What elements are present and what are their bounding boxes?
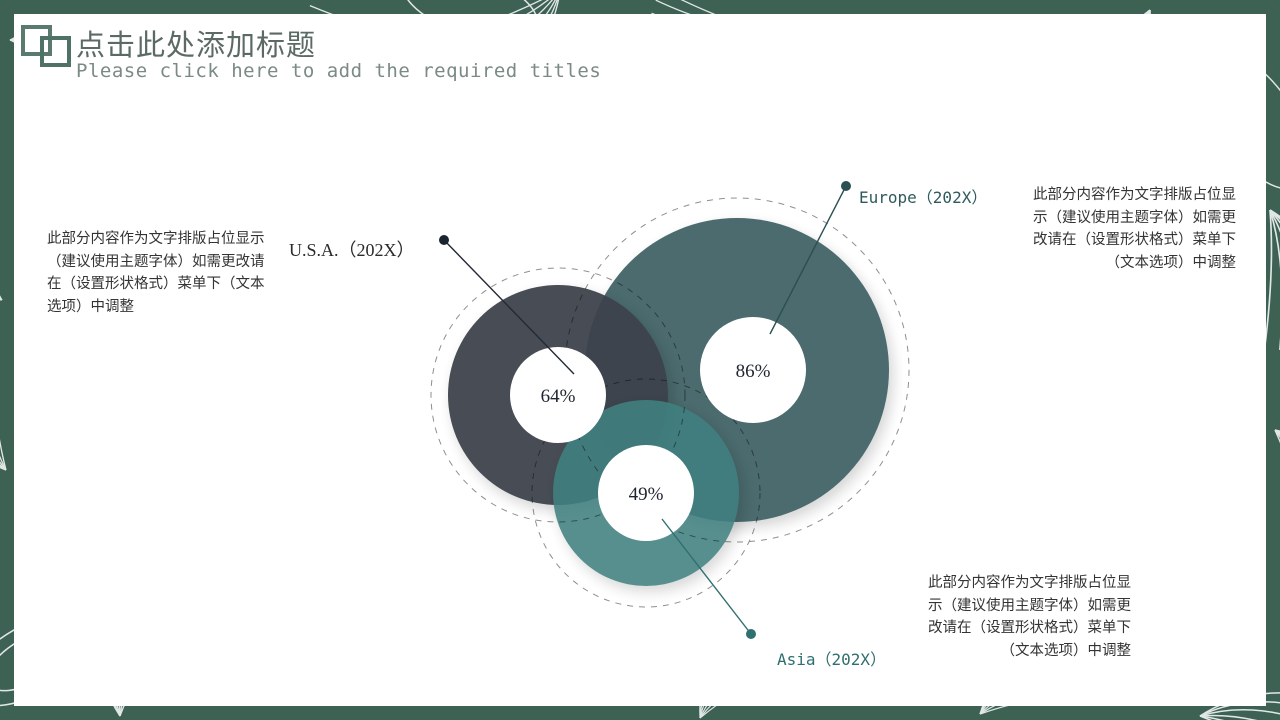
bubble-asia (598, 445, 694, 541)
overlapping-squares-logo-icon (21, 25, 71, 67)
slide-content-card: 点击此处添加标题 Please click here to add the re… (14, 14, 1266, 706)
description-text-asia[interactable]: 此部分内容作为文字排版占位显 示（建议使用主题字体）如需更 改请在（设置形状格式… (928, 575, 1131, 659)
value-asia: 49% (629, 484, 664, 505)
leader-dot-europe (841, 181, 851, 191)
slide-header: 点击此处添加标题 Please click here to add the re… (14, 14, 1266, 100)
leader-line-asia (661, 518, 752, 635)
value-bubbles: 64% 86% 49% (510, 317, 806, 541)
callout-label-asia[interactable]: Asia（202X） (777, 650, 887, 669)
leader-dot-asia (746, 629, 756, 639)
bubble-europe (700, 317, 806, 423)
venn-diagram: 64% 86% 49% (430, 181, 910, 639)
description-text-usa[interactable]: 此部分内容作为文字排版占位显示 （建议使用主题字体）如需更改请 在（设置形状格式… (47, 231, 265, 315)
value-europe: 86% (736, 361, 771, 382)
description-text-europe[interactable]: 此部分内容作为文字排版占位显 示（建议使用主题字体）如需更 改请在（设置形状格式… (1033, 187, 1236, 271)
bubble-usa (510, 347, 606, 443)
leader-line-usa (443, 239, 575, 375)
callout-label-usa[interactable]: U.S.A.（202X） (289, 240, 415, 260)
leader-line-europe (769, 185, 847, 335)
value-usa: 64% (541, 386, 576, 407)
page-subtitle: Please click here to add the required ti… (76, 60, 602, 82)
leader-dot-usa (439, 235, 449, 245)
leader-lines (439, 181, 851, 639)
callout-label-europe[interactable]: Europe（202X） (859, 188, 988, 207)
page-title: 点击此处添加标题 (76, 30, 317, 62)
